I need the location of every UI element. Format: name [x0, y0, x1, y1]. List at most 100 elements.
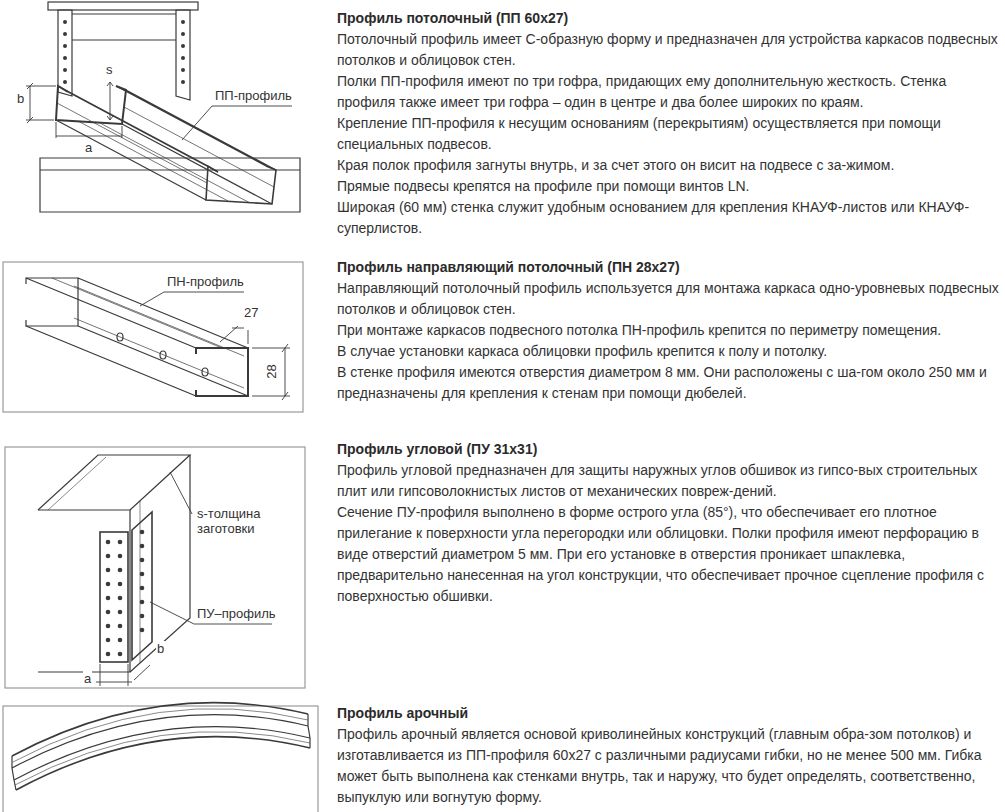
guide-profile-drawing: [202, 368, 208, 376]
section-heading: Профиль арочный: [337, 703, 1001, 724]
description-text: Крепление ПП-профиля к несущим основания…: [337, 113, 1001, 155]
ceiling-profile-drawing: [107, 82, 113, 120]
perforation-hole: [106, 624, 111, 629]
perforation-hole: [106, 530, 145, 657]
corner-profile-drawing: [132, 512, 152, 660]
dimension-letter: a: [83, 671, 92, 686]
perforation-hole: [181, 44, 185, 48]
perforation-hole: [63, 68, 67, 72]
perforation-hole: [63, 44, 67, 48]
perforation-hole: [181, 68, 185, 72]
perforation-hole: [140, 544, 145, 549]
ceiling-profile-drawing: [176, 10, 190, 100]
section-heading: Профиль угловой (ПУ 31х31): [337, 439, 1001, 460]
arched-profile-drawing: [3, 703, 318, 812]
perforation-hole: [63, 32, 67, 36]
perforation-hole: [140, 530, 145, 535]
corner-profile-drawing: [48, 457, 140, 663]
perforation-hole: [63, 20, 185, 84]
ceiling-profile-drawing: [182, 106, 292, 140]
corner-profile-drawing: [96, 664, 132, 686]
ceiling-profile-drawing: [26, 2, 300, 212]
ceiling-profile-drawing: [56, 86, 276, 204]
guide-profile-drawing: [140, 292, 244, 306]
dimension-letter: b: [16, 91, 25, 106]
description-text: Потолочный профиль имеет С-образную форм…: [337, 29, 1001, 71]
guide-profile-drawing: [26, 278, 248, 396]
perforation-hole: [63, 20, 67, 24]
perforation-hole: [118, 540, 123, 545]
perforation-hole: [181, 80, 185, 84]
corner-profile-drawing: [38, 510, 130, 672]
corner-profile-drawing: [5, 447, 305, 688]
arched-profile-drawing: [3, 706, 318, 812]
dimension-value: 27: [243, 305, 259, 320]
description-text: Прямые подвесы крепятся на профиле при п…: [337, 176, 1001, 197]
perforation-hole: [106, 596, 111, 601]
guide-profile-drawing: [3, 262, 303, 412]
perforation-hole: [63, 56, 67, 60]
part-label: ПУ–профиль: [196, 606, 277, 621]
description-text: В случае установки каркаса облицовки про…: [337, 341, 1001, 362]
guide-profile-drawing: [220, 326, 248, 344]
section-heading: Профиль потолочный (ПП 60х27): [337, 8, 1001, 29]
perforation-hole: [140, 600, 145, 605]
perforation-hole: [140, 558, 145, 563]
perforation-hole: [118, 638, 123, 643]
dimension-letter: s: [105, 62, 114, 77]
ceiling-profile-drawing: [48, 2, 198, 10]
perforation-hole: [118, 596, 123, 601]
perforation-hole: [181, 56, 185, 60]
description-text: Полки ПП-профиля имеют по три гофра, при…: [337, 71, 1001, 113]
description-text: При монтаже каркасов подвесного потолка …: [337, 320, 1001, 341]
description-text: Направляющий потолочный профиль использу…: [337, 278, 1001, 320]
perforation-hole: [106, 582, 111, 587]
perforation-hole: [106, 610, 111, 615]
perforation-hole: [106, 540, 111, 545]
dimension-value: 28: [264, 363, 279, 379]
perforation-hole: [63, 80, 67, 84]
perforation-hole: [118, 610, 123, 615]
perforation-hole: [118, 568, 123, 573]
perforation-hole: [106, 638, 111, 643]
perforation-hole: [118, 582, 123, 587]
ceiling-profile-drawing: [56, 122, 122, 138]
perforation-hole: [118, 652, 123, 657]
description-text: Профиль угловой предназначен для защиты …: [337, 460, 1001, 502]
corner-profile-drawing: [38, 455, 190, 510]
guide-profile-drawing: [52, 278, 244, 388]
perforation-hole: [106, 554, 111, 559]
dimension-letter: b: [156, 641, 165, 656]
corner-profile-drawing: [130, 455, 190, 672]
part-label: ПН-профиль: [166, 274, 245, 289]
perforation-hole: [140, 572, 145, 577]
description-text: В стенке профиля имеются отверстия диаме…: [337, 362, 1001, 404]
part-label: s-толщина заготовки: [196, 506, 280, 536]
dimension-letter: a: [84, 140, 93, 155]
section-heading: Профиль направляющий потолочный (ПН 28х2…: [337, 257, 1001, 278]
arched-profile-drawing: [13, 709, 310, 785]
description-text: Профиль арочный является основой криволи…: [337, 724, 1001, 808]
ceiling-profile-drawing: [72, 14, 176, 40]
corner-profile-drawing: [100, 532, 128, 662]
perforation-hole: [118, 624, 123, 629]
perforation-hole: [118, 554, 123, 559]
guide-profile-drawing: [196, 348, 248, 396]
perforation-hole: [106, 652, 111, 657]
description-text: Края полок профиля загнуты внутрь, и за …: [337, 155, 1001, 176]
perforation-hole: [140, 586, 145, 591]
guide-profile-drawing: [160, 351, 166, 359]
description-text: Сечение ПУ-профиля выполнено в форме ост…: [337, 502, 1001, 607]
perforation-hole: [181, 20, 185, 24]
corner-profile-drawing: [134, 665, 150, 680]
guide-profile-drawing: [252, 344, 290, 400]
description-text: Широкая (60 мм) стенка служит удобным ос…: [337, 197, 1001, 239]
part-label: ПП-профиль: [214, 88, 293, 103]
corner-profile-drawing: [170, 472, 192, 514]
ceiling-profile-drawing: [26, 83, 56, 123]
ceiling-profile-drawing: [40, 158, 300, 212]
ceiling-profile-drawing: [56, 86, 126, 124]
ceiling-profile-drawing: [57, 103, 274, 203]
perforation-hole: [106, 568, 111, 573]
